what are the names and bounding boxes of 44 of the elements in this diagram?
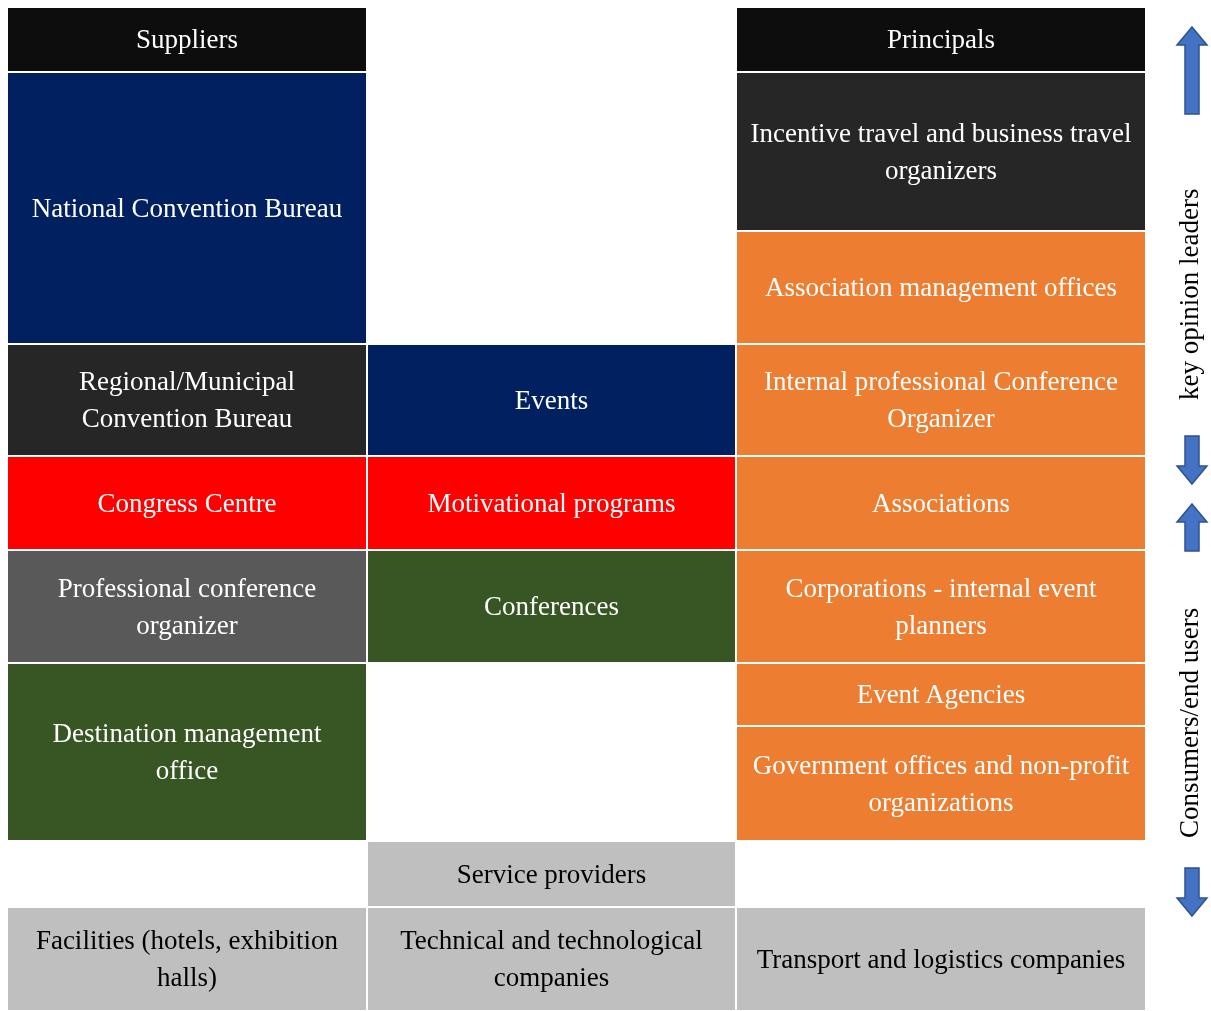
cell-text: Suppliers bbox=[136, 23, 238, 56]
category-cell bbox=[368, 345, 735, 455]
category-cell bbox=[368, 842, 735, 906]
category-cell bbox=[8, 908, 366, 1010]
cell-text: Transport and logistics companies bbox=[756, 942, 1126, 976]
cell-text: Associations bbox=[872, 486, 1010, 520]
cell-text: Incentive travel and business travel organizers bbox=[749, 116, 1133, 187]
cell-text: Facilities (hotels, exhibition halls) bbox=[34, 924, 340, 994]
cell-text: Regional/Municipal Convention Bureau bbox=[78, 365, 296, 435]
category-cell bbox=[8, 664, 366, 840]
cell-text: Congress Centre bbox=[97, 486, 277, 520]
cell-text: Government offices and non-profit organizations bbox=[751, 748, 1131, 819]
category-cell bbox=[737, 345, 1145, 455]
cell-text: Principals bbox=[887, 23, 995, 56]
category-cell bbox=[8, 73, 366, 343]
cell-text: Service providers bbox=[456, 857, 647, 891]
category-cell bbox=[737, 73, 1145, 230]
category-cell bbox=[368, 551, 735, 662]
category-cell bbox=[368, 908, 735, 1010]
cell-text: Event Agencies bbox=[856, 678, 1026, 711]
cell-text: Destination management office bbox=[51, 717, 323, 787]
cell-text: National Convention Bureau bbox=[31, 191, 343, 225]
category-cell bbox=[737, 551, 1145, 662]
cell-text: Events bbox=[514, 383, 589, 417]
category-cell bbox=[737, 664, 1145, 725]
cell-text: Technical and technological companies bbox=[399, 924, 704, 994]
category-cell bbox=[368, 457, 735, 549]
category-cell bbox=[737, 232, 1145, 343]
cell-text: Association management offices bbox=[765, 271, 1117, 304]
cell-text: Corporations - internal event planners bbox=[784, 571, 1098, 642]
axis-label: Consumers/end users bbox=[1174, 607, 1205, 838]
category-cell bbox=[8, 345, 366, 455]
header-cell bbox=[8, 8, 366, 71]
cell-text: Motivational programs bbox=[427, 486, 676, 520]
category-cell bbox=[737, 908, 1145, 1010]
category-cell bbox=[737, 457, 1145, 549]
axis-label: key opinion leaders bbox=[1174, 188, 1205, 400]
header-cell bbox=[737, 8, 1145, 71]
category-cell bbox=[8, 551, 366, 662]
category-cell bbox=[8, 457, 366, 549]
category-cell bbox=[737, 727, 1145, 840]
cell-text: Conferences bbox=[484, 590, 619, 623]
cell-text: Internal professional Conference Organizer bbox=[763, 365, 1119, 435]
cell-text: Professional conference organizer bbox=[56, 571, 318, 642]
